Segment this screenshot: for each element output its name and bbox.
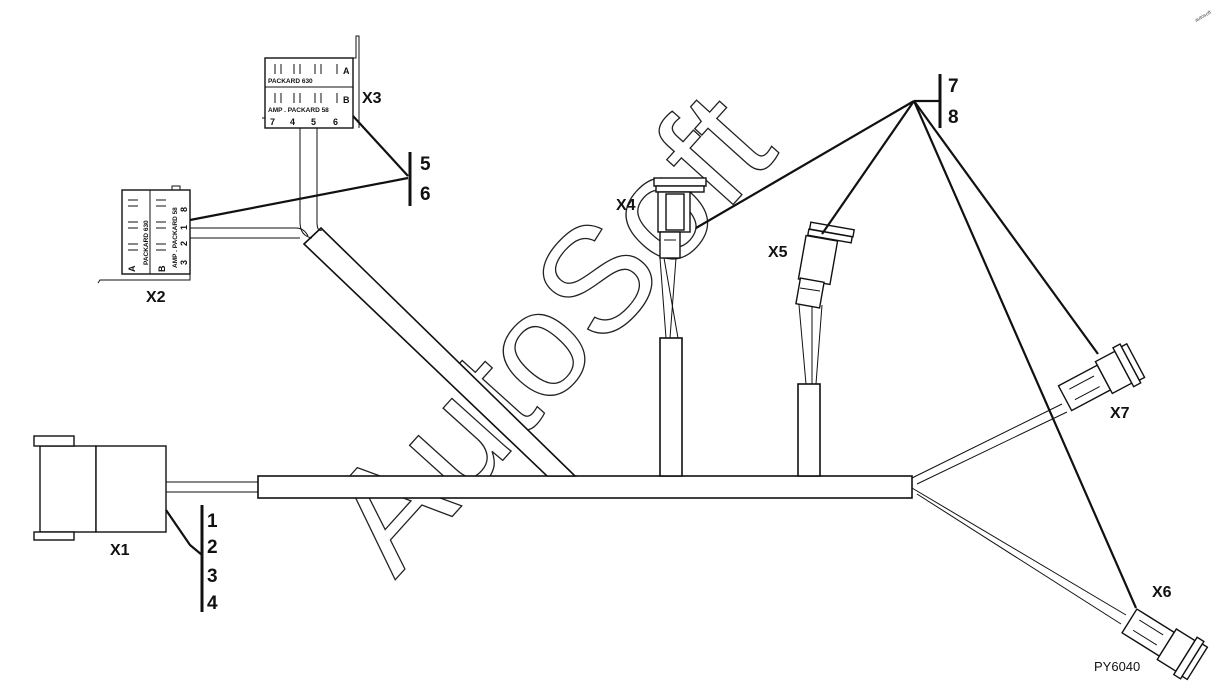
wire-label-6: 6 <box>420 184 431 205</box>
x1-stub <box>166 481 258 493</box>
label-x3: X3 <box>362 90 382 107</box>
label-x4: X4 <box>616 197 636 214</box>
x3-pin-7: 7 <box>270 117 275 127</box>
x3-pin-a: A <box>343 66 350 76</box>
connector-x3[interactable] <box>262 35 360 129</box>
connector-x1[interactable] <box>33 435 167 541</box>
x2-row-b-label: AMP . PACKARD 58 <box>172 207 179 268</box>
wire-label-x1-2: 2 <box>207 537 218 558</box>
wire-label-5: 5 <box>420 154 431 175</box>
x2-pin-8: 8 <box>179 207 189 212</box>
wire-label-x1-3: 3 <box>207 566 218 587</box>
branch-x7 <box>911 403 1068 485</box>
x3-pin-b: B <box>343 95 350 105</box>
connector-x5[interactable] <box>795 221 855 309</box>
wire-label-8: 8 <box>948 107 959 128</box>
label-x1: X1 <box>110 542 130 559</box>
leader-x3 <box>352 115 409 177</box>
x2-pin-2: 2 <box>179 241 189 246</box>
wire-label-x1-1: 1 <box>207 511 218 532</box>
main-trunk <box>257 475 913 499</box>
connector-x7[interactable] <box>1055 341 1146 417</box>
leaders-7-8 <box>695 99 1138 609</box>
label-x2: X2 <box>146 289 166 306</box>
connector-x4[interactable] <box>653 177 707 259</box>
x2-pin-a: A <box>127 265 137 272</box>
leader-x2 <box>189 176 409 222</box>
x2-row-a-label: PACKARD 630 <box>143 220 150 265</box>
x3-pin-6: 6 <box>333 117 338 127</box>
label-x6: X6 <box>1152 584 1172 601</box>
x2-pin-3: 3 <box>179 260 189 265</box>
leader-x1 <box>165 509 203 556</box>
connector-x2[interactable] <box>97 185 191 284</box>
watermark: AutoSoft <box>294 61 804 601</box>
x3-row-b-label: AMP . PACKARD 58 <box>268 107 329 114</box>
x2-pin-1: 1 <box>179 225 189 230</box>
branch-x2-x3 <box>190 128 577 477</box>
x3-pin-4: 4 <box>290 117 295 127</box>
wire-label-7: 7 <box>948 76 959 97</box>
wire-label-x1-4: 4 <box>207 593 218 614</box>
label-x5: X5 <box>768 244 788 261</box>
watermark-small: autosoft <box>1194 9 1213 23</box>
figure-reference: PY6040 <box>1094 659 1140 674</box>
connector-x6[interactable] <box>1118 602 1209 682</box>
x2-pin-b: B <box>157 265 167 272</box>
branch-x6 <box>911 487 1127 625</box>
x3-pin-5: 5 <box>311 117 316 127</box>
branch-x5 <box>797 304 823 477</box>
branch-x4 <box>659 257 683 477</box>
label-x7: X7 <box>1110 405 1130 422</box>
x3-row-a-label: PACKARD 630 <box>268 78 313 85</box>
